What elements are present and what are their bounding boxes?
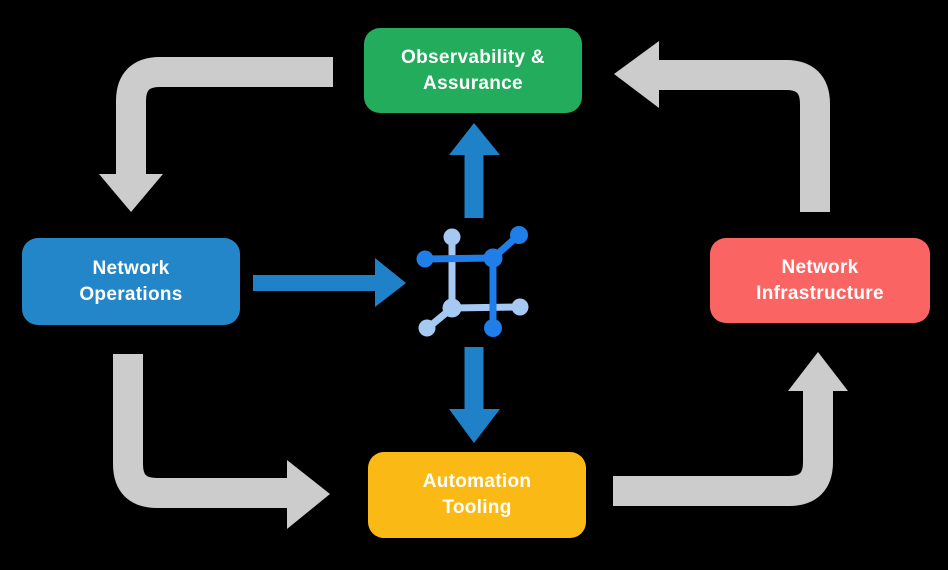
arrow-center-to-observability-head <box>449 123 500 155</box>
node-network-operations: Network Operations <box>22 238 240 325</box>
arrow-operations-to-automation-head <box>287 460 330 529</box>
mesh-light-nodes <box>418 228 529 337</box>
arrow-automation-to-infrastructure-shaft <box>613 391 833 506</box>
arrow-operations-to-center-head <box>375 258 406 307</box>
network-mesh-icon <box>416 226 529 337</box>
arrow-observability-to-operations-head <box>99 174 163 212</box>
mesh-node-west <box>416 250 434 268</box>
mesh-light-horizontal-line <box>451 303 521 312</box>
arrow-center-to-automation-head <box>449 409 500 443</box>
node-network-infrastructure: Network Infrastructure <box>710 238 930 323</box>
node-automation-tooling: Automation Tooling <box>368 452 586 538</box>
center-arrow-shafts <box>253 153 484 411</box>
arrow-operations-to-automation-shaft <box>113 354 288 508</box>
mesh-node-north <box>443 228 461 246</box>
mesh-dark-lines <box>424 232 522 328</box>
center-arrow-heads <box>375 123 500 443</box>
mesh-dark-horizontal-line <box>424 254 494 263</box>
mesh-node-northeast-junction <box>483 248 503 268</box>
node-network-operations-label: Network Operations <box>79 257 183 305</box>
arrow-infrastructure-to-observability-shaft <box>659 60 830 212</box>
node-automation-tooling-label: Automation Tooling <box>422 471 532 518</box>
mesh-node-southwest <box>418 319 436 337</box>
arrow-observability-to-operations-shaft <box>116 57 333 177</box>
mesh-node-east <box>511 298 529 316</box>
cycle-arrow-shafts <box>113 57 833 508</box>
node-observability-assurance: Observability & Assurance <box>364 28 582 113</box>
mesh-node-northeast <box>510 226 528 244</box>
mesh-dark-nodes <box>416 226 528 337</box>
arrow-automation-to-infrastructure-head <box>788 352 848 391</box>
mesh-node-south <box>484 319 502 337</box>
node-network-infrastructure-label: Network Infrastructure <box>756 256 884 304</box>
node-observability-assurance-label: Observability & Assurance <box>401 46 545 94</box>
arrow-infrastructure-to-observability-head <box>614 41 659 108</box>
cycle-arrow-heads <box>99 41 848 529</box>
mesh-node-southwest-junction <box>442 298 462 318</box>
